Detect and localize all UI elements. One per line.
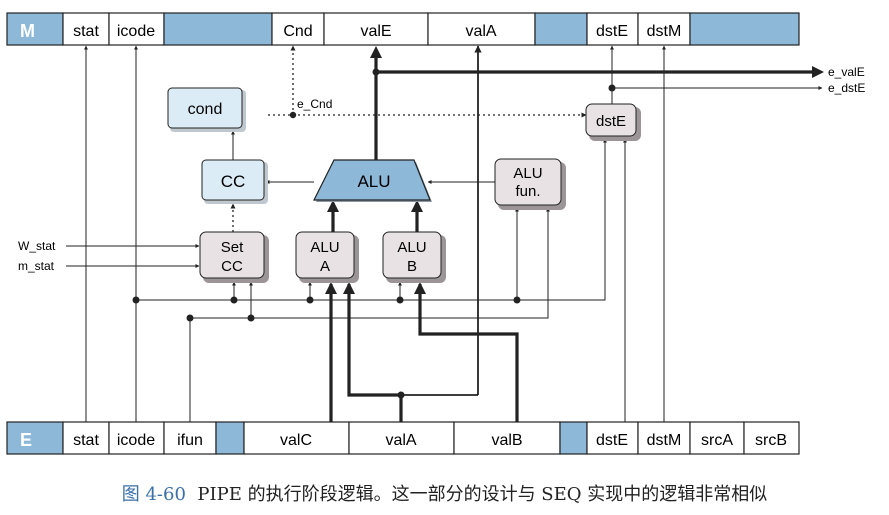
e-field-valb: valB [491,432,522,449]
alu-a-label-2: A [320,258,330,275]
block-alu-a: ALU A [295,231,359,283]
figure-caption: 图 4-60 PIPE 的执行阶段逻辑。这一部分的设计与 SEQ 实现中的逻辑非… [0,480,889,506]
block-alu-fun: ALU fun. [494,158,566,210]
e-field-dstm: dstM [647,432,682,449]
m-field-vale: valE [360,23,391,40]
set-cc-label-2: CC [221,258,243,275]
e-field-srcb: srcB [755,432,787,449]
wire-valb [418,284,519,422]
e-field-srca: srcA [701,432,733,449]
m-register-label: M [20,21,35,41]
label-e-dste: e_dstE [828,81,865,95]
label-m-stat: m_stat [18,259,55,273]
block-set-cc: Set CC [199,231,269,283]
m-register: M stat icode Cnd valE valA dstE dstM [6,12,800,46]
m-field-dstm: dstM [647,23,682,40]
block-cc: CC [201,159,268,204]
e-register: E stat icode ifun valC valA valB dstE ds… [6,421,800,455]
m-field-vala: valA [465,23,496,40]
alu-fun-label-1: ALU [513,165,542,182]
m-field-stat: stat [73,23,99,40]
cc-label: CC [221,172,246,191]
wire-vala [347,284,403,422]
wire-ifun [189,207,550,422]
junction-vala [397,391,405,399]
alu-a-label-1: ALU [310,239,339,256]
label-e-vale: e_valE [828,65,865,79]
junction-e-cnd [289,111,297,119]
e-field-icode: icode [117,432,155,449]
e-field-stat: stat [73,432,99,449]
block-alu-b: ALU B [382,231,446,283]
alu-b-label-1: ALU [397,239,426,256]
alu-b-label-2: B [407,258,417,275]
e-field-ifun: ifun [177,432,203,449]
m-field-cnd: Cnd [283,23,312,40]
m-field-dste: dstE [596,23,628,40]
caption-text: PIPE 的执行阶段逻辑。这一部分的设计与 SEQ 实现中的逻辑非常相似 [197,484,768,505]
set-cc-label-1: Set [221,239,244,256]
block-alu: ALU [313,159,432,202]
e-register-label: E [20,430,32,450]
alu-label: ALU [357,172,390,191]
e-field-dste: dstE [596,432,628,449]
wire-icode-to-dste [136,138,607,301]
dotted-wires [230,45,587,232]
junction-vale [372,68,380,76]
dste-label: dstE [596,113,626,130]
e-field-valc: valC [280,432,312,449]
block-dste: dstE [585,103,641,141]
alu-fun-label-2: fun. [515,183,540,200]
wires [66,45,823,422]
e-field-vala: valA [385,432,416,449]
m-field-icode: icode [117,23,155,40]
diagram-canvas: M stat icode Cnd valE valA dstE dstM E s… [6,12,865,455]
junction-icode [132,296,140,304]
label-e-cnd: e_Cnd [297,97,332,111]
label-w-stat: W_stat [18,239,56,253]
block-cond: cond [167,87,246,132]
caption-figure-number: 图 4-60 [121,484,186,505]
cond-label: cond [188,101,223,118]
